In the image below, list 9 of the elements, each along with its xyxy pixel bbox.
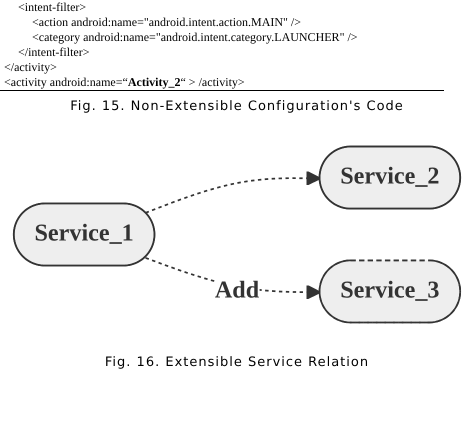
code-line: <category android:name="android.intent.category.LAUNCHER" />	[31, 30, 358, 45]
code-line: </intent-filter>	[17, 45, 90, 60]
code-line: <intent-filter>	[17, 0, 86, 15]
figure-caption: Fig. 15. Non-Extensible Configuration's Code	[70, 99, 404, 114]
code-line: <activity android:name=“Activity_2“ > /activity>	[4, 75, 245, 90]
figure-caption: Fig. 16. Extensible Service Relation	[104, 355, 370, 370]
code-line: <action android:name="android.intent.action.MAIN" />	[31, 15, 302, 30]
edge-label: Add	[214, 278, 260, 304]
code-line: </activity>	[4, 60, 57, 75]
